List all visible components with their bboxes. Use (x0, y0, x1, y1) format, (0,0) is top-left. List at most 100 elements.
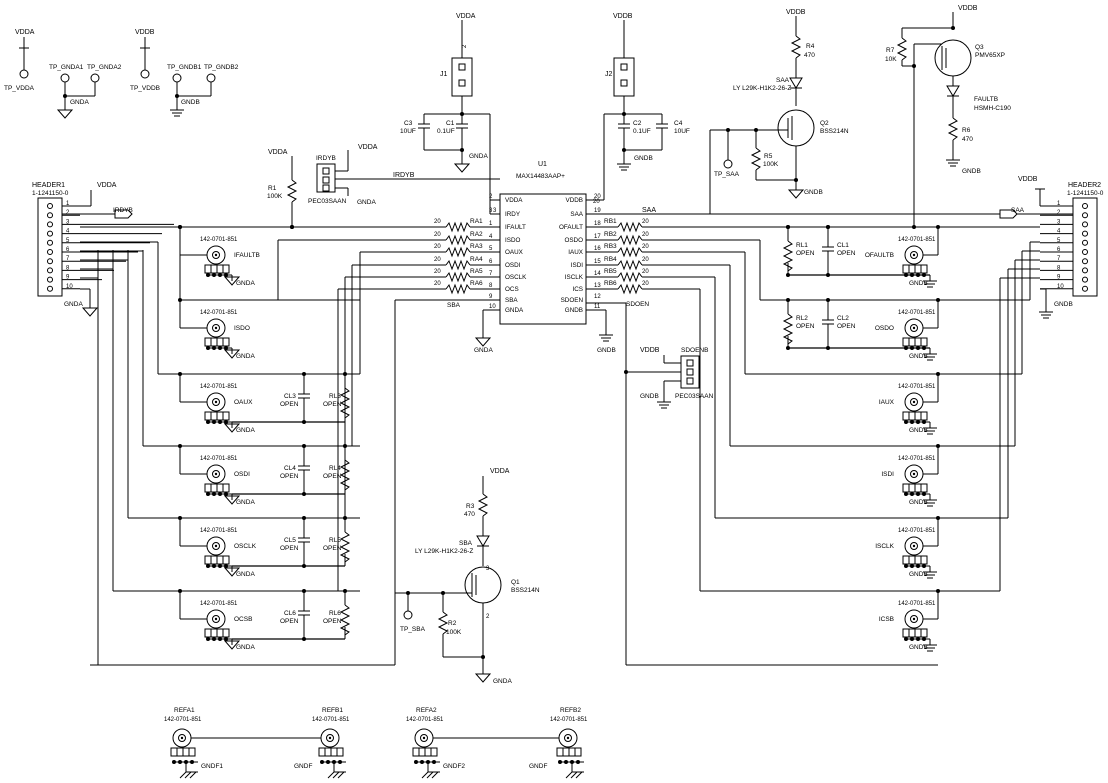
reference-connectors: REFA1142-0701-851REFB1142-0701-851REFA21… (164, 707, 588, 779)
rb-ref: RB4 (604, 256, 617, 263)
left-rl-resistor (339, 531, 351, 563)
left-conn-gnda: GNDA (236, 353, 255, 360)
jp-sdoenb-gndb: GNDB (640, 393, 659, 400)
gndb-label: GNDB (181, 99, 200, 106)
right-rl-resistor (782, 313, 794, 345)
junction-dot (343, 516, 347, 520)
u1-right-pin-num: 11 (594, 304, 601, 310)
left-conn-part: 142-0701-851 (200, 237, 238, 243)
r3-vdda: VDDA (490, 468, 510, 475)
junction-dot (343, 444, 347, 448)
ra-resistor (445, 234, 471, 246)
c2-val: 0.1UF (633, 128, 651, 135)
left-rl-val: OPEN (323, 473, 342, 480)
j1-ref: J1 (440, 71, 448, 78)
u1-left-pin-name: VDDA (505, 197, 523, 204)
left-conn-gnda: GNDA (236, 644, 255, 651)
right-rl-val: OPEN (796, 250, 815, 257)
right-conn-name: OSDO (875, 325, 894, 332)
r6-ref: R6 (962, 127, 971, 134)
ref-conn-part: 142-0701-851 (312, 717, 350, 723)
left-rl-ref: RL4 (329, 465, 341, 472)
left-connector-stack: 142-0701-851IFAULTBGNDA142-0701-851ISDOG… (80, 225, 360, 666)
ra-resistor (445, 259, 471, 271)
q3-vddb: VDDB (958, 5, 978, 12)
left-cl-ref: CL3 (284, 393, 296, 400)
junction-dot (302, 492, 306, 496)
ra-value: 20 (434, 257, 441, 263)
q2-part: BSS214N (820, 128, 849, 135)
u1-right-pin-num: 19 (594, 208, 601, 214)
u1-right-pin-name: OSDO (564, 237, 583, 244)
junction-dot (786, 273, 790, 277)
left-conn-gnda: GNDA (236, 280, 255, 287)
u1-left-pin-num: 3 (489, 208, 493, 214)
right-connector-stack: 142-0701-851OFAULTBGNDBRL1OPENCL1OPEN142… (760, 225, 1040, 652)
junction-dot (786, 346, 790, 350)
left-conn-gnda: GNDA (236, 427, 255, 434)
ra-ref: RA3 (470, 243, 483, 250)
left-cl-val: OPEN (280, 545, 299, 552)
junction-dot (302, 516, 306, 520)
rb-ref: RB2 (604, 231, 617, 238)
header1-pin (47, 212, 53, 219)
u1-right-pin-name: GNDB (565, 307, 583, 314)
ra-value: 20 (434, 244, 441, 250)
rb-value: 20 (642, 257, 649, 263)
header1-pin-num: 7 (66, 256, 70, 262)
ref-conn-ref: REFA2 (416, 707, 437, 714)
ra-ref: RA2 (470, 231, 483, 238)
left-conn-name: IFAULTB (234, 252, 260, 259)
j1-vdda: VDDA (456, 13, 476, 20)
c2-gndb: GNDB (634, 155, 653, 162)
ref-conn-ref: REFB2 (560, 707, 581, 714)
junction-dot (826, 346, 830, 350)
gnda-label: GNDA (70, 99, 89, 106)
junction-dot (302, 564, 306, 568)
right-cl-val: OPEN (837, 323, 856, 330)
right-rl-val: OPEN (796, 323, 815, 330)
header1-pin (47, 276, 53, 283)
header2-pin-num: 8 (1057, 265, 1061, 271)
rb-value: 20 (642, 281, 649, 287)
u1-left-pin-num: 9 (489, 294, 493, 300)
u1-right-pin-name: VDDB (566, 197, 584, 204)
u1-left-pin-num: 10 (489, 304, 496, 310)
header2-pin-num: 7 (1057, 256, 1061, 262)
u1-part: MAX14483AAP+ (516, 173, 565, 180)
gndf1-label: GNDF1 (201, 763, 223, 770)
ra-ref: RA5 (470, 268, 483, 275)
junction-dot (826, 298, 830, 302)
tp-gndb2-label: TP_GNDB2 (204, 64, 239, 71)
u1-left-pin-num: 4 (489, 234, 493, 240)
rb-resistor (617, 259, 643, 271)
header2-part: 1-1241150-0 (1067, 190, 1104, 197)
r7-ref: R7 (886, 47, 895, 54)
right-conn-name: ISCLK (875, 543, 894, 550)
irdyb-tag-label: IRDYB (113, 207, 133, 214)
gnda-symbol (223, 423, 241, 433)
header1-vdda: VDDA (97, 182, 117, 189)
r4-ref: R4 (806, 43, 815, 50)
right-conn-gndb: GNDB (909, 353, 928, 360)
tp-gndb1-label: TP_GNDB1 (167, 64, 202, 71)
c2-ref: C2 (633, 120, 642, 127)
header1-pin-num: 4 (66, 229, 70, 235)
q1-part: BSS214N (511, 587, 540, 594)
right-rl-ref: RL1 (796, 242, 808, 249)
ref-conn-ref: REFB1 (322, 707, 343, 714)
svg-text:3: 3 (486, 566, 490, 572)
tp-vddb-label: TP_VDDB (130, 85, 160, 92)
rb-resistor (617, 234, 643, 246)
gndf2-label: GNDF2 (443, 763, 465, 770)
q2-gndb: GNDB (804, 189, 823, 196)
ra-ref: RA1 (470, 218, 483, 225)
header2-pin-num: 4 (1057, 229, 1061, 235)
u1-left-pin-num: 6 (489, 259, 493, 265)
ra-resistor (445, 221, 471, 233)
r4-val: 470 (804, 52, 815, 59)
u1-left-pin-num: 7 (489, 271, 493, 277)
left-cl-ref: CL5 (284, 537, 296, 544)
